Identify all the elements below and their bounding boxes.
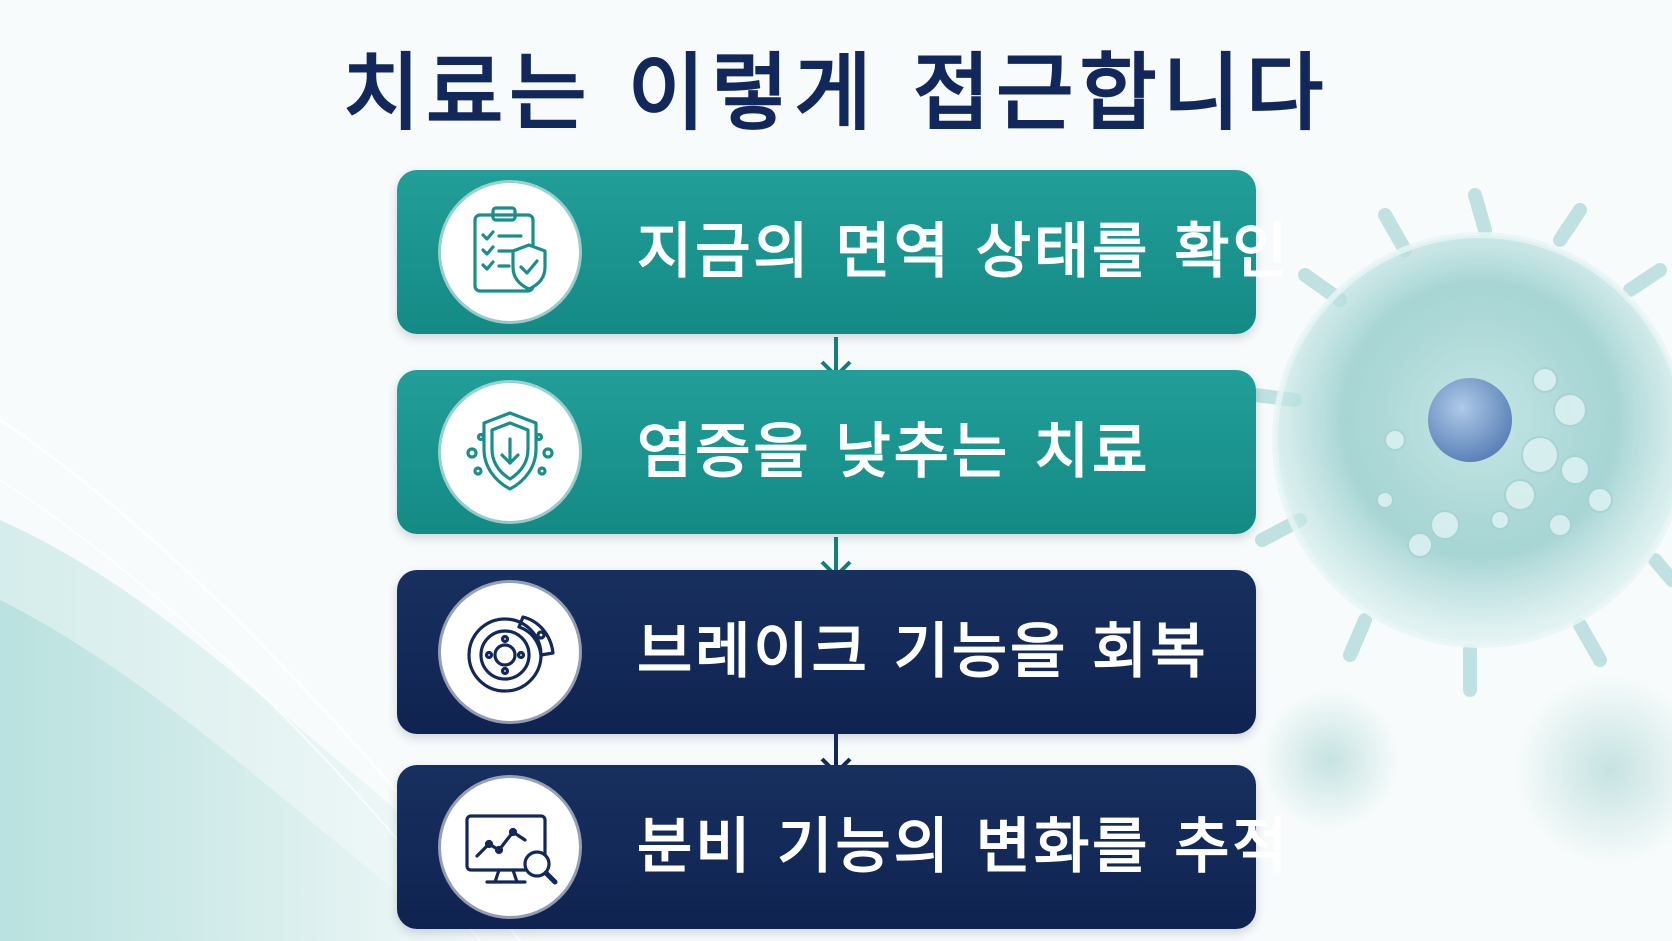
step-1-icon-circle	[441, 183, 579, 321]
step-1-label: 지금의 면역 상태를 확인	[637, 217, 1291, 287]
step-4-label: 분비 기능의 변화를 추적	[637, 812, 1291, 882]
shield-down-arrow-icon	[466, 411, 554, 491]
step-4-icon-circle	[441, 778, 579, 916]
monitor-chart-magnifier-icon	[465, 814, 558, 885]
clipboard-shield-icon	[473, 206, 547, 293]
page-title: 치료는 이렇게 접근합니다	[342, 44, 1330, 142]
brake-disc-icon	[467, 615, 555, 693]
step-3-card: 브레이크 기능을 회복	[397, 570, 1256, 734]
step-2-card: 염증을 낮추는 치료	[397, 370, 1256, 534]
step-3-label: 브레이크 기능을 회복	[637, 617, 1209, 687]
step-1-card: 지금의 면역 상태를 확인	[397, 170, 1288, 334]
step-2-icon-circle	[441, 383, 579, 521]
step-4-card: 분비 기능의 변화를 추적	[397, 765, 1288, 929]
step-2-label: 염증을 낮추는 치료	[637, 417, 1151, 487]
step-3-icon-circle	[441, 583, 579, 721]
